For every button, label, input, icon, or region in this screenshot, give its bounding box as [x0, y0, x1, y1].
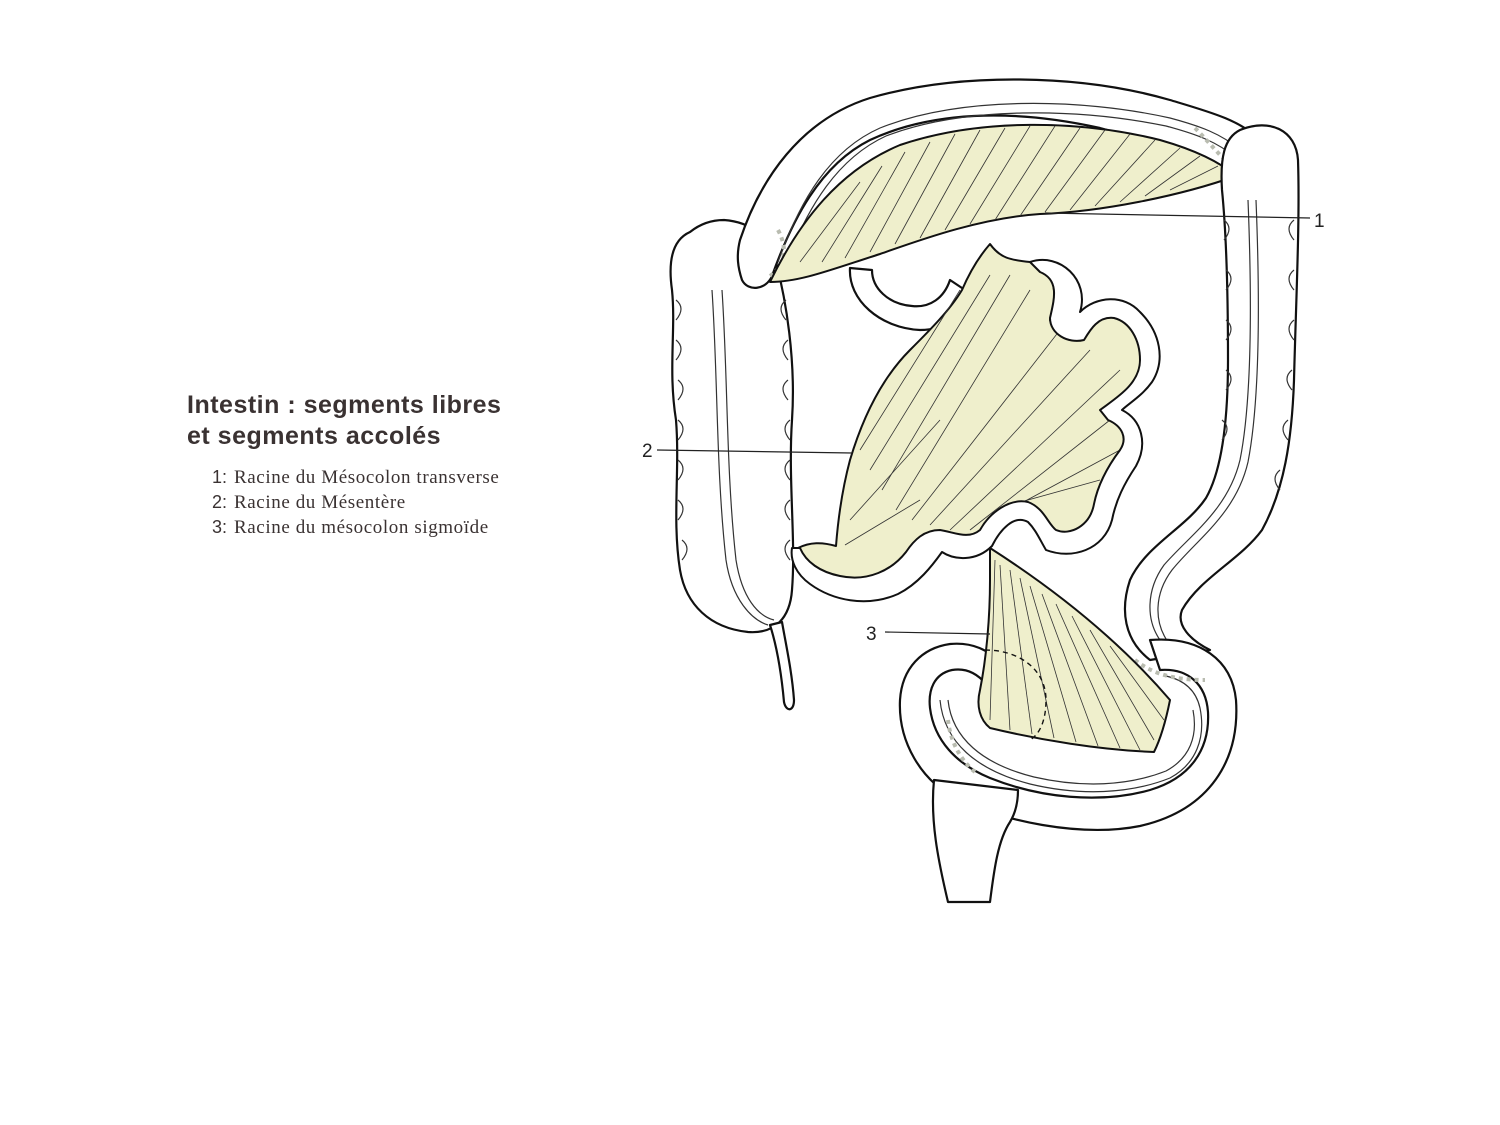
legend-number-2: 2:: [212, 492, 228, 512]
callout-number-1: 1: [1314, 211, 1325, 232]
title-line-1: Intestin : segments libres: [187, 391, 502, 419]
appendix: [768, 620, 796, 711]
legend-item-1: 1: Racine du Mésocolon transverse: [212, 465, 499, 490]
descending-colon: [1123, 124, 1300, 662]
diagram-title: Intestin : segments libres et segments a…: [187, 390, 587, 452]
legend-number-1: 1:: [212, 467, 228, 487]
callout-line-2: [656, 449, 853, 454]
sigmoid-dashed-contour: [984, 649, 1047, 741]
callout-line-1: [1044, 212, 1311, 219]
callout-number-3: 3: [866, 624, 877, 645]
callout-number-2: 2: [642, 441, 653, 462]
legend-text-3: Racine du mésocolon sigmoïde: [234, 517, 489, 538]
sigmoid-mesocolon-hatching: [989, 559, 1165, 751]
legend-item-3: 3: Racine du mésocolon sigmoïde: [212, 515, 499, 540]
callout-line-3: [884, 631, 991, 635]
legend-text-1: Racine du Mésocolon transverse: [234, 467, 500, 488]
legend-item-2: 2: Racine du Mésentère: [212, 490, 499, 515]
legend-text-2: Racine du Mésentère: [234, 492, 406, 513]
rectum: [931, 778, 1020, 904]
transverse-mesocolon-hatching: [799, 125, 1219, 263]
title-line-2: et segments accolés: [187, 422, 442, 450]
legend-number-3: 3:: [212, 517, 228, 537]
small-intestine: [790, 259, 1161, 603]
sigmoid-mesocolon: [977, 547, 1171, 753]
legend-list: 1: Racine du Mésocolon transverse 2: Racin…: [212, 465, 499, 540]
